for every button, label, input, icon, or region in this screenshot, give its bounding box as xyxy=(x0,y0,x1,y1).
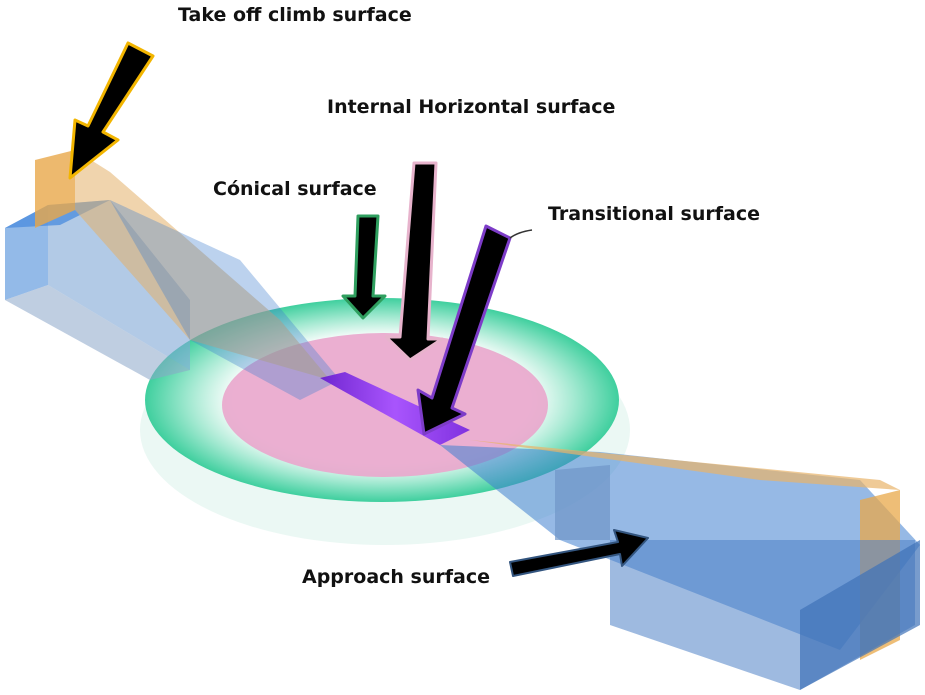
approach-arrow xyxy=(509,529,649,577)
approach-surface-left xyxy=(5,200,190,380)
approach-band-left xyxy=(110,200,340,400)
transitional-label: Transitional surface xyxy=(548,203,760,225)
takeoff-climb-label: Take off climb surface xyxy=(178,4,412,26)
approach-surface-right xyxy=(555,465,920,690)
transitional-leader-line xyxy=(509,229,533,239)
conical-arrow xyxy=(341,214,387,320)
transitional-arrow xyxy=(416,224,512,436)
takeoff-climb-arrow xyxy=(68,41,155,180)
approach-label: Approach surface xyxy=(302,566,490,588)
internal-horizontal-arrow xyxy=(384,161,444,362)
conical-label: Cónical surface xyxy=(213,178,377,200)
internal-horizontal-label: Internal Horizontal surface xyxy=(327,96,616,118)
takeoff-climb-surface-left xyxy=(35,150,330,380)
